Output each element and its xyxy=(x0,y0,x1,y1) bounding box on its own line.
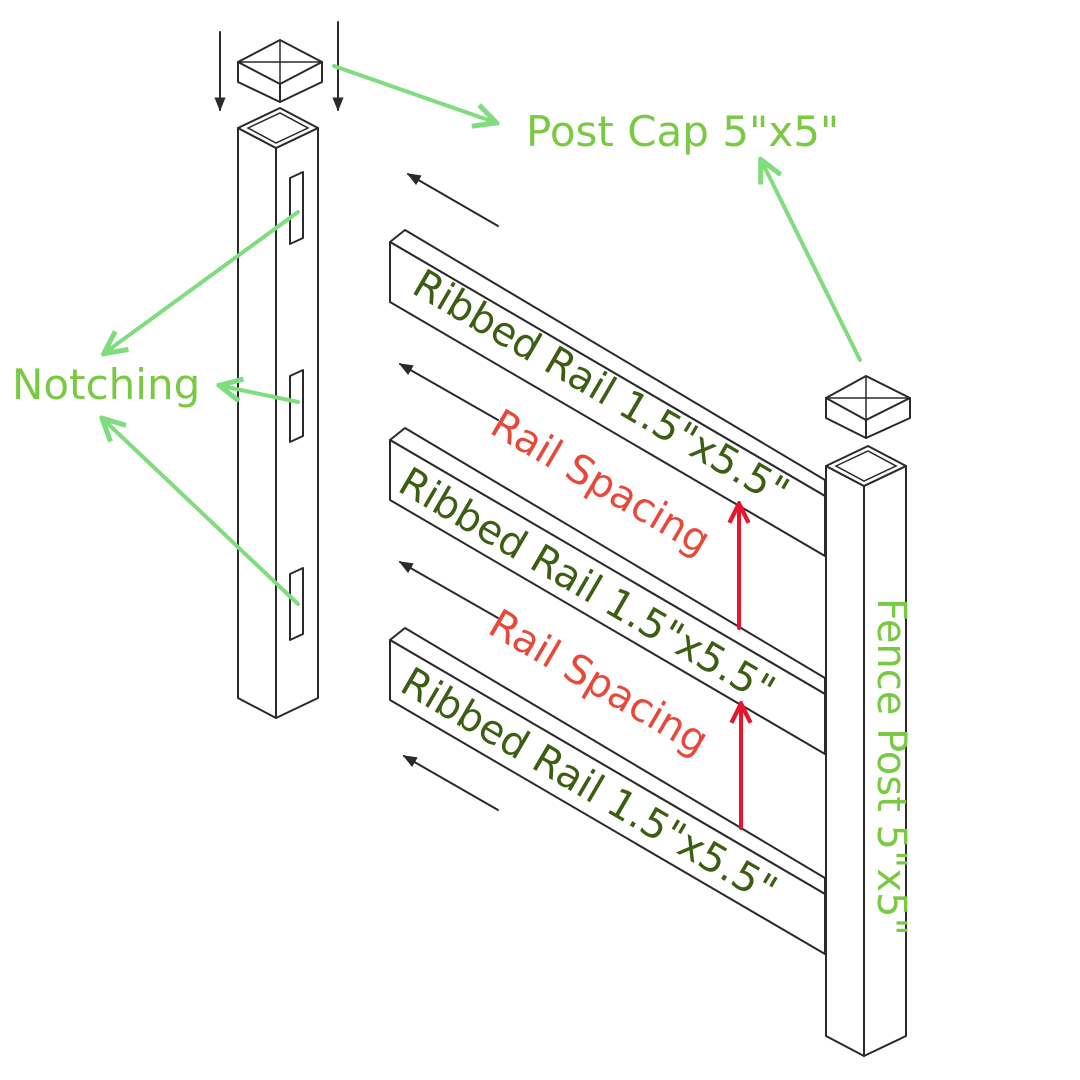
insert-arrow-4 xyxy=(402,755,499,811)
notching-label: Notching xyxy=(12,360,200,409)
notching-leader-bottom xyxy=(104,420,300,606)
right-post xyxy=(825,445,907,1057)
left-post xyxy=(237,107,319,719)
insert-arrow-3 xyxy=(398,561,499,619)
post-cap-leader-1 xyxy=(332,64,494,122)
notch-top xyxy=(289,171,304,245)
right-post-cap xyxy=(825,375,911,439)
notch-middle xyxy=(289,369,304,443)
insert-arrow-2 xyxy=(398,363,499,421)
insert-arrow-1 xyxy=(406,173,499,227)
notching-leader-middle xyxy=(222,386,300,404)
left-post-cap xyxy=(214,21,344,112)
post-cap-leader-2 xyxy=(762,162,862,362)
post-cap-label: Post Cap 5"x5" xyxy=(526,107,839,156)
fence-post-label: Fence Post 5"x5" xyxy=(868,598,914,936)
notching-leader-top xyxy=(106,210,300,352)
